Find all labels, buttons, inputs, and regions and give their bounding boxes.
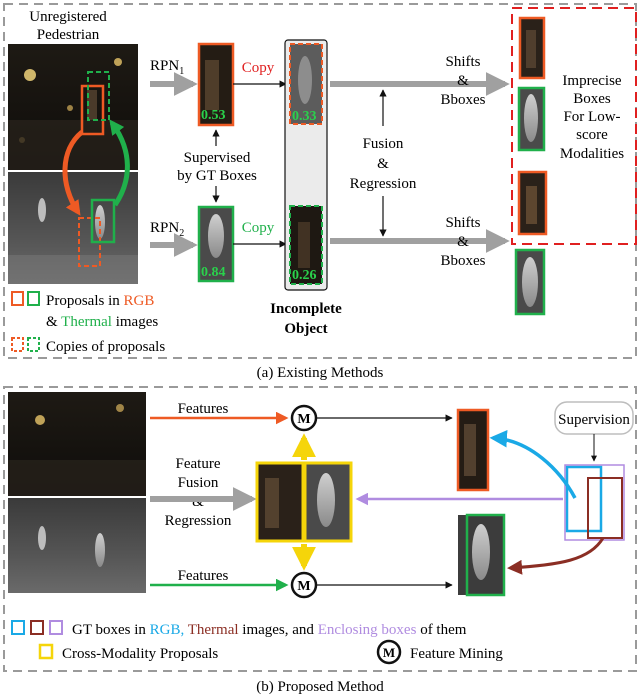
thermal-score: 0.84	[201, 265, 226, 280]
imprecise-boxes-region	[511, 7, 637, 245]
legend-feature-mining: Feature Mining	[410, 646, 503, 662]
output-rgb-crop	[456, 408, 490, 492]
shifts-top-line1: Shifts	[445, 54, 480, 70]
shifts-bottom-line2: &	[457, 234, 469, 250]
shifts-top-line3: Bboxes	[441, 92, 486, 108]
thermal-copy-score: 0.26	[292, 268, 317, 283]
legend-gt-boxes: GT boxes in RGB, Thermal images, and Enc…	[72, 622, 467, 638]
fusion-line3: Regression	[350, 176, 417, 192]
rgb-proposal-box	[80, 84, 105, 136]
panel-b-frame	[3, 386, 637, 672]
feature-fusion-line2: Fusion	[178, 475, 219, 491]
feature-fusion-line1: Feature	[176, 456, 221, 472]
imprecise-line4: score	[576, 127, 608, 143]
feature-fusion-line4: Regression	[165, 513, 232, 529]
feature-mining-node-bottom: M	[290, 571, 318, 599]
rgb-proposal-crop	[197, 42, 235, 127]
legend-copies: Copies of proposals	[46, 339, 165, 355]
legend-rgb-copy-swatch	[11, 337, 24, 352]
fusion-line2: &	[377, 156, 389, 172]
imprecise-thermal-top-crop	[517, 86, 546, 152]
copy-arc-thermal-to-rgb	[109, 119, 130, 207]
caption-a: (a) Existing Methods	[257, 365, 384, 381]
legend-thermal-swatch	[27, 291, 40, 306]
shifts-bottom-line3: Bboxes	[441, 253, 486, 269]
rpn1-label: RPN1	[150, 58, 184, 77]
rgb-score: 0.53	[201, 108, 226, 123]
thermal-input-image	[8, 172, 138, 284]
gt-thermal-box	[587, 477, 623, 539]
enclosing-box	[564, 464, 625, 541]
panel-a-frame	[3, 3, 637, 359]
output-thermal-crop	[458, 513, 506, 597]
thermal-proposal-crop	[197, 205, 235, 283]
features-top-label: Features	[178, 401, 229, 417]
legend-mining-icon: M	[376, 639, 402, 665]
copy-label-rgb: Copy	[242, 60, 275, 76]
svg-text:M: M	[383, 645, 395, 660]
imprecise-rgb-bottom-crop	[517, 170, 548, 236]
svg-text:M: M	[297, 579, 310, 594]
cross-modality-proposal-rgb	[255, 461, 305, 543]
legend-gt-thermal-swatch	[30, 620, 44, 635]
legend-proposal-swatch	[38, 643, 54, 660]
rgb-proposal-copy-box	[87, 71, 110, 121]
unregistered-title-line2: Pedestrian	[37, 27, 100, 43]
copy-arc-rgb-to-thermal	[62, 130, 84, 216]
thermal-copy-crop	[289, 205, 323, 285]
imprecise-line5: Modalities	[560, 146, 624, 162]
supervised-line2: by GT Boxes	[177, 168, 257, 184]
cross-modality-proposal-thermal	[303, 461, 353, 543]
thermal-input-image-b	[8, 498, 146, 593]
imprecise-line3: For Low-	[563, 109, 620, 125]
imprecise-rgb-top-crop	[518, 16, 546, 80]
copy-label-thermal: Copy	[242, 220, 275, 236]
feature-mining-node-top: M	[290, 404, 318, 432]
rgb-input-image-b	[8, 392, 146, 496]
supervised-line1: Supervised	[184, 150, 251, 166]
legend-enclosing-swatch	[49, 620, 63, 635]
supervision-label: Supervision	[558, 412, 630, 428]
gt-rgb-box	[565, 465, 603, 533]
fusion-line1: Fusion	[363, 136, 404, 152]
gt-thermal-arrow	[507, 537, 605, 575]
rgb-copy-score: 0.33	[292, 109, 317, 124]
incomplete-line2: Object	[284, 321, 327, 337]
legend-rgb-swatch	[11, 291, 24, 306]
legend-thermal-copy-swatch	[27, 337, 40, 352]
imprecise-line1: Imprecise	[562, 73, 621, 89]
rgb-copy-crop	[289, 43, 323, 125]
legend-gt-rgb-swatch	[11, 620, 25, 635]
legend-cross-modality: Cross-Modality Proposals	[62, 646, 218, 662]
rgb-input-image	[8, 44, 138, 170]
thermal-bottom-output-crop	[514, 248, 546, 316]
unregistered-title-line1: Unregistered	[29, 9, 107, 25]
thermal-proposal-box	[90, 198, 116, 244]
rpn2-label: RPN2	[150, 220, 184, 239]
svg-text:M: M	[297, 412, 310, 427]
features-bottom-label: Features	[178, 568, 229, 584]
caption-b: (b) Proposed Method	[256, 679, 384, 695]
shifts-bottom-line1: Shifts	[445, 215, 480, 231]
gt-rgb-arrow	[489, 430, 577, 499]
incomplete-line1: Incomplete	[270, 301, 342, 317]
imprecise-line2: Boxes	[573, 91, 611, 107]
legend-proposals-line1: Proposals in RGB	[46, 293, 154, 309]
shifts-top-line2: &	[457, 73, 469, 89]
legend-proposals-line2: & Thermal images	[46, 314, 158, 330]
